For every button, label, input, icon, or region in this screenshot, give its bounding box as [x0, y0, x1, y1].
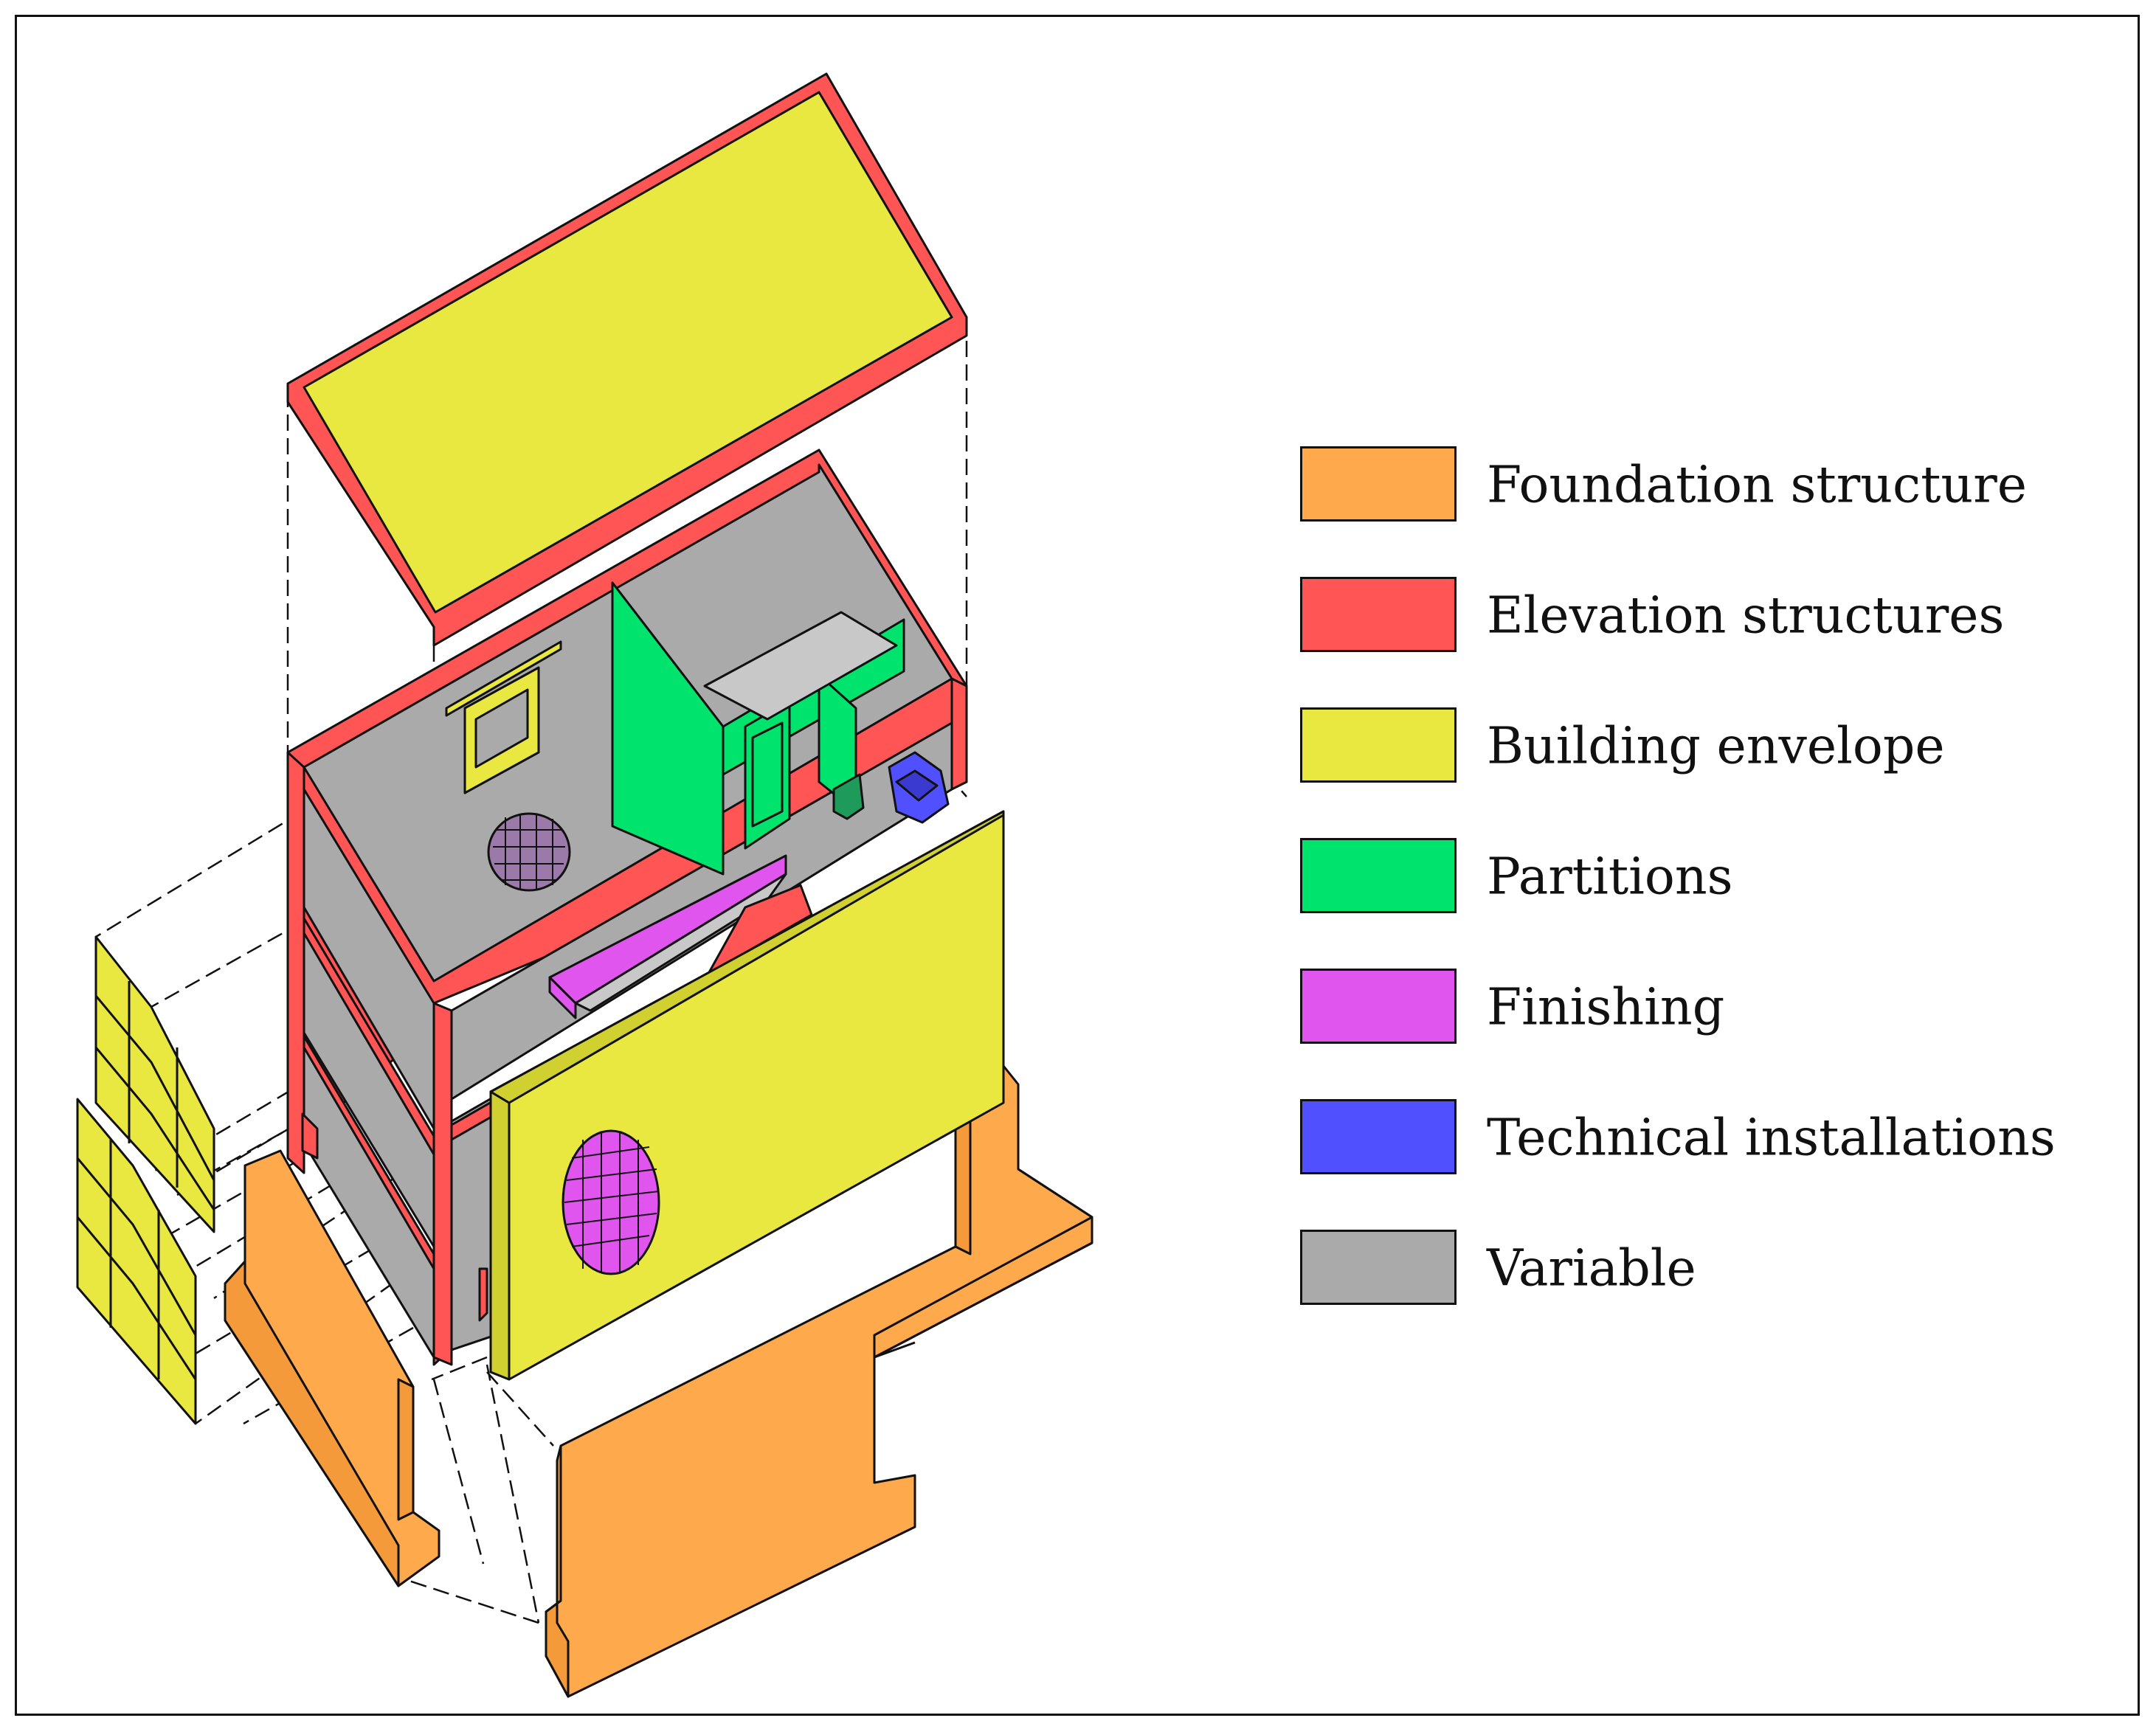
figure-frame — [15, 15, 2140, 1716]
legend-item-finishing: Finishing — [1300, 969, 2112, 1047]
finishing-bench — [548, 854, 813, 1019]
foundation-left — [224, 1149, 440, 1587]
legend-swatch-foundation — [1300, 446, 1457, 522]
legend-item-technical: Technical installations — [1300, 1099, 2112, 1177]
legend-item-envelope: Building envelope — [1300, 707, 2112, 786]
technical-installations — [888, 751, 950, 824]
legend-label: Variable — [1487, 1239, 1696, 1298]
elevation-columns — [286, 677, 968, 1366]
legend-label: Technical installations — [1487, 1109, 2056, 1168]
legend-swatch-finishing — [1300, 969, 1457, 1044]
legend-swatch-partitions — [1300, 838, 1457, 913]
legend-label: Partitions — [1487, 848, 1733, 907]
wall-pattern — [562, 1129, 660, 1275]
legend-swatch-envelope — [1300, 707, 1457, 783]
legend-label: Elevation structures — [1487, 586, 2005, 645]
legend-label: Finishing — [1487, 978, 1725, 1037]
legend-item-elevation: Elevation structures — [1300, 577, 2112, 655]
floor-pattern — [487, 812, 571, 892]
window — [445, 640, 562, 794]
bathroom-floor — [703, 611, 898, 721]
legend-label: Foundation structure — [1487, 456, 2027, 515]
legend-swatch-elevation — [1300, 577, 1457, 652]
legend-item-foundation: Foundation structure — [1300, 446, 2112, 524]
legend-swatch-variable — [1300, 1230, 1457, 1305]
legend-label: Building envelope — [1487, 717, 1945, 776]
legend-swatch-technical — [1300, 1099, 1457, 1174]
roof — [286, 72, 968, 647]
legend-item-partitions: Partitions — [1300, 838, 2112, 916]
envelope-modules — [76, 935, 215, 1425]
legend-item-variable: Variable — [1300, 1230, 2112, 1308]
